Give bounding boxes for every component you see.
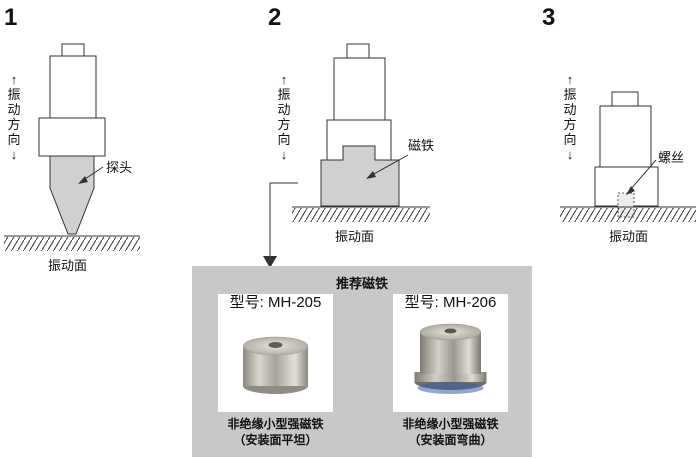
figure-3-screw: [560, 91, 696, 222]
magnet-card-mh-205: 型号: MH-205: [218, 294, 333, 412]
probe-label: 探头: [106, 160, 133, 175]
caption-mh-206-line2: （安装面弯曲）: [408, 433, 493, 447]
probe-tip: [49, 155, 95, 235]
connector-arrow-line: [269, 182, 298, 258]
model-label: 型号: MH-205: [229, 294, 322, 311]
magnet-pointer-line: [371, 154, 409, 176]
figure-1-probe: [4, 43, 140, 251]
panel-title: 推荐磁铁: [335, 276, 388, 291]
accelerometer-connector: [611, 91, 639, 107]
vibration-direction-label-1: ↑振动方向↓: [7, 72, 21, 162]
accelerometer-base: [38, 117, 106, 157]
accelerometer-connector: [61, 43, 85, 57]
recommended-magnets-panel: 推荐磁铁 型号: MH-205: [192, 266, 532, 457]
vibration-direction-label-3: ↑振动方向↓: [563, 72, 577, 162]
step-number-3: 3: [542, 4, 556, 31]
caption-mh-206-line1: 非绝缘小型强磁铁: [402, 417, 499, 431]
magnet-photo-mh-206: [414, 323, 487, 394]
model-label: 型号: MH-206: [404, 294, 497, 311]
vibration-surface-label-3: 振动面: [609, 229, 649, 244]
vibration-surface-hatch-1: [4, 237, 140, 251]
accelerometer-body: [49, 55, 97, 119]
magnet-card-mh-206: 型号: MH-206: [393, 294, 508, 412]
accelerometer-body: [333, 57, 386, 121]
vibration-surface-label-1: 振动面: [48, 258, 88, 273]
screw-label: 螺丝: [658, 150, 685, 165]
accelerometer-connector: [346, 43, 370, 59]
screw-pointer-arrowhead: [626, 186, 635, 195]
vibration-surface-hatch-3: [560, 208, 696, 222]
magnet-photo-mh-205: [242, 336, 309, 394]
magnet-block: [320, 145, 400, 207]
magnet-pointer-arrowhead: [366, 171, 376, 179]
vibration-surface-hatch-2: [292, 208, 430, 222]
screw-pointer-line: [629, 159, 657, 191]
step-number-1: 1: [4, 4, 18, 31]
step-number-2: 2: [268, 4, 282, 31]
magnet-label: 磁铁: [408, 138, 435, 153]
connector-arrowhead: [263, 256, 277, 268]
probe-pointer-arrowhead: [78, 176, 88, 184]
caption-mh-205-line2: （安装面平坦）: [233, 433, 318, 447]
figure-2-magnet: [263, 43, 430, 268]
accelerometer-body: [599, 105, 652, 168]
vibration-direction-label-2: ↑振动方向↓: [277, 72, 291, 162]
vibration-surface-label-2: 振动面: [335, 229, 375, 244]
caption-mh-205-line1: 非绝缘小型强磁铁: [227, 417, 324, 431]
